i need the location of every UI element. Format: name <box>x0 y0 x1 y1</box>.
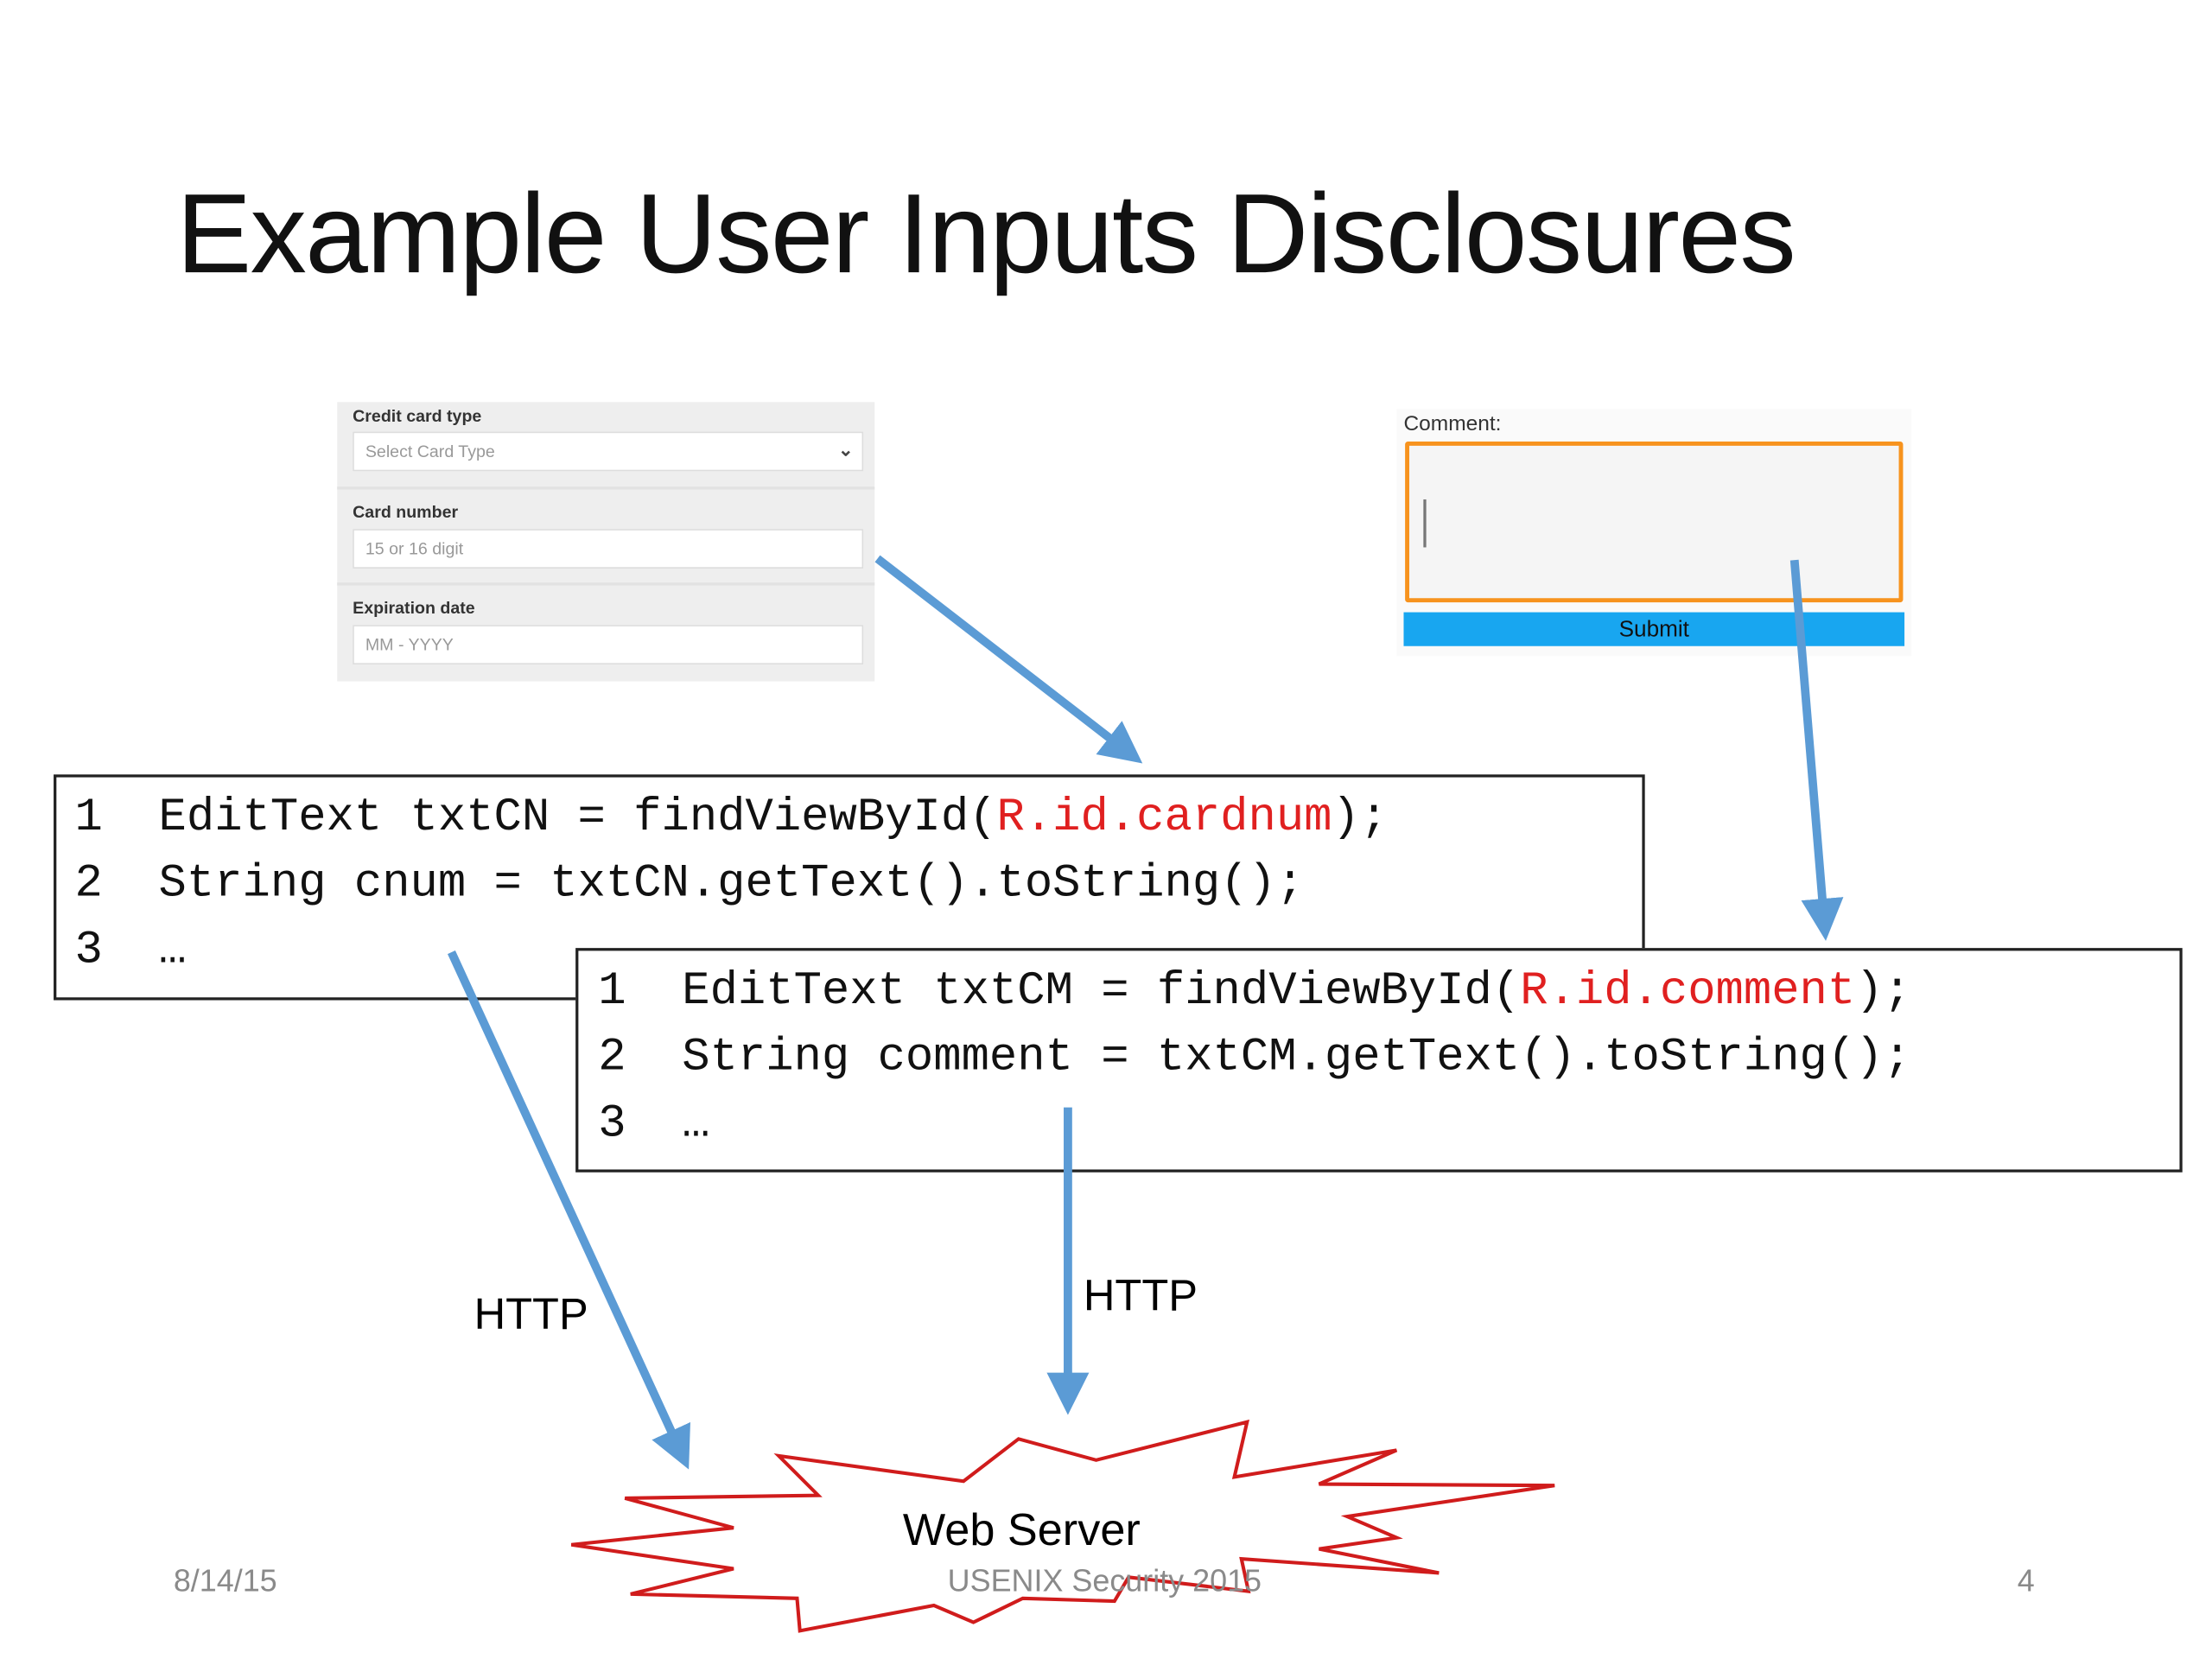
code-line: 3 … <box>598 1097 710 1150</box>
card-type-label: Credit card type <box>353 406 482 427</box>
code-box-comment <box>575 948 2183 1173</box>
footer-date: 8/14/15 <box>173 1562 277 1599</box>
comment-label: Comment: <box>1403 411 1502 436</box>
code-line: 1 EditText txtCN = findViewById(R.id.car… <box>74 791 1389 844</box>
divider <box>337 486 875 490</box>
card-type-placeholder: Select Card Type <box>365 442 495 461</box>
web-server-starburst <box>570 1419 1555 1633</box>
credit-card-form: Credit card type Select Card Type ⌄ Card… <box>337 402 875 682</box>
expiration-label: Expiration date <box>353 598 475 619</box>
code-line: 2 String comment = txtCM.getText().toStr… <box>598 1031 1911 1084</box>
card-number-placeholder: 15 or 16 digit <box>365 538 464 559</box>
http-label-right: HTTP <box>1083 1271 1198 1321</box>
submit-button[interactable]: Submit <box>1403 612 1905 646</box>
slide-title: Example User Inputs Disclosures <box>176 170 1796 296</box>
arrow-comment-to-code <box>1789 559 1844 941</box>
card-number-label: Card number <box>353 502 459 523</box>
page-number: 4 <box>2017 1562 2035 1599</box>
http-label-left: HTTP <box>474 1289 588 1339</box>
footer-center: USENIX Security 2015 <box>947 1562 1262 1599</box>
arrow-cardnum-to-server <box>447 950 690 1470</box>
chevron-down-icon: ⌄ <box>837 438 854 461</box>
comment-textarea[interactable] <box>1405 442 1904 603</box>
code-line: 1 EditText txtCM = findViewById(R.id.com… <box>598 964 1911 1018</box>
card-type-select[interactable]: Select Card Type ⌄ <box>353 431 864 472</box>
code-line: 2 String cnum = txtCN.getText().toString… <box>74 857 1305 911</box>
expiration-input[interactable]: MM - YYYY <box>353 625 864 664</box>
web-server-label: Web Server <box>902 1503 1141 1555</box>
arrow-form-to-code <box>874 555 1143 764</box>
divider <box>337 582 875 586</box>
comment-form: Comment: Submit <box>1396 409 1912 657</box>
card-number-input[interactable]: 15 or 16 digit <box>353 529 864 569</box>
expiration-placeholder: MM - YYYY <box>365 634 454 655</box>
code-line: 3 … <box>74 924 187 976</box>
text-caret <box>1423 499 1427 548</box>
